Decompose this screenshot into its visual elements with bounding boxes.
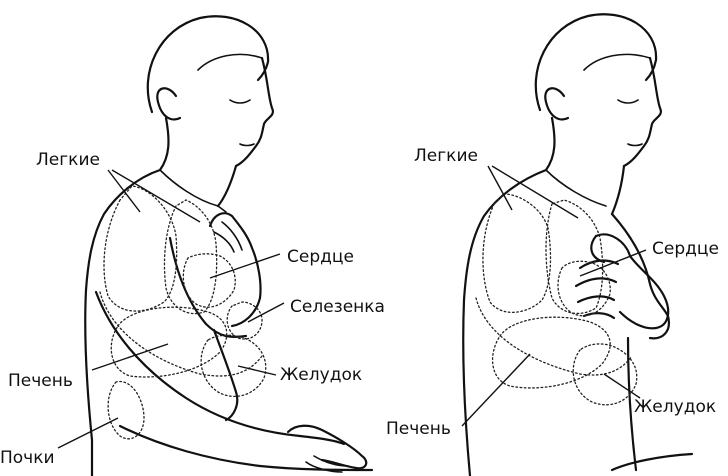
left-kidneys-leader — [58, 418, 118, 448]
left-stomach-leader — [238, 366, 276, 375]
left-mouth — [240, 144, 254, 146]
left-leader-lines — [58, 170, 284, 448]
right-ear — [545, 88, 568, 119]
right-chest-front — [612, 214, 669, 338]
right-liver-leader — [462, 354, 530, 426]
left-lungs-leader-b — [112, 170, 200, 222]
left-label-spleen: Селезенка — [290, 297, 385, 317]
right-bottom-edge — [612, 454, 692, 470]
left-ear — [157, 88, 180, 119]
right-liver — [493, 317, 611, 388]
right-neck-back — [463, 118, 554, 476]
right-mouth — [628, 144, 642, 146]
right-closed-eye — [618, 100, 638, 103]
left-label-lungs: Легкие — [36, 150, 100, 170]
right-label-liver: Печень — [386, 419, 451, 439]
right-label-stomach: Желудок — [634, 397, 716, 417]
right-stomach-leader — [604, 374, 640, 398]
left-face-outline — [236, 58, 273, 166]
left-neck-back — [86, 118, 168, 290]
right-lungs-leader-a — [488, 166, 512, 210]
left-closed-eye — [230, 100, 250, 103]
right-face-outline — [624, 58, 661, 166]
right-hair-line — [584, 54, 650, 70]
left-torso-back — [85, 290, 92, 476]
left-label-heart: Сердце — [287, 247, 354, 267]
left-lung-left — [104, 186, 177, 311]
left-hand-fingers — [214, 222, 242, 252]
left-label-kidneys: Почки — [0, 448, 55, 468]
left-kidney — [108, 382, 144, 439]
right-label-lungs: Легкие — [414, 146, 478, 166]
left-neck-front — [218, 166, 236, 206]
right-label-heart: Сердце — [652, 239, 719, 259]
left-label-stomach: Желудок — [280, 365, 362, 385]
left-liver — [111, 307, 227, 377]
right-neck-front — [612, 166, 624, 214]
left-heart — [183, 254, 235, 307]
left-head-outline — [148, 16, 268, 112]
right-leader-lines — [462, 166, 646, 426]
right-lung-left — [483, 194, 551, 312]
left-ribcage-outline — [100, 292, 262, 376]
left-collar — [160, 170, 226, 212]
left-label-liver: Печень — [8, 371, 73, 391]
left-hair-line — [198, 54, 262, 70]
left-heart-leader — [210, 254, 280, 278]
right-collar — [546, 170, 606, 206]
